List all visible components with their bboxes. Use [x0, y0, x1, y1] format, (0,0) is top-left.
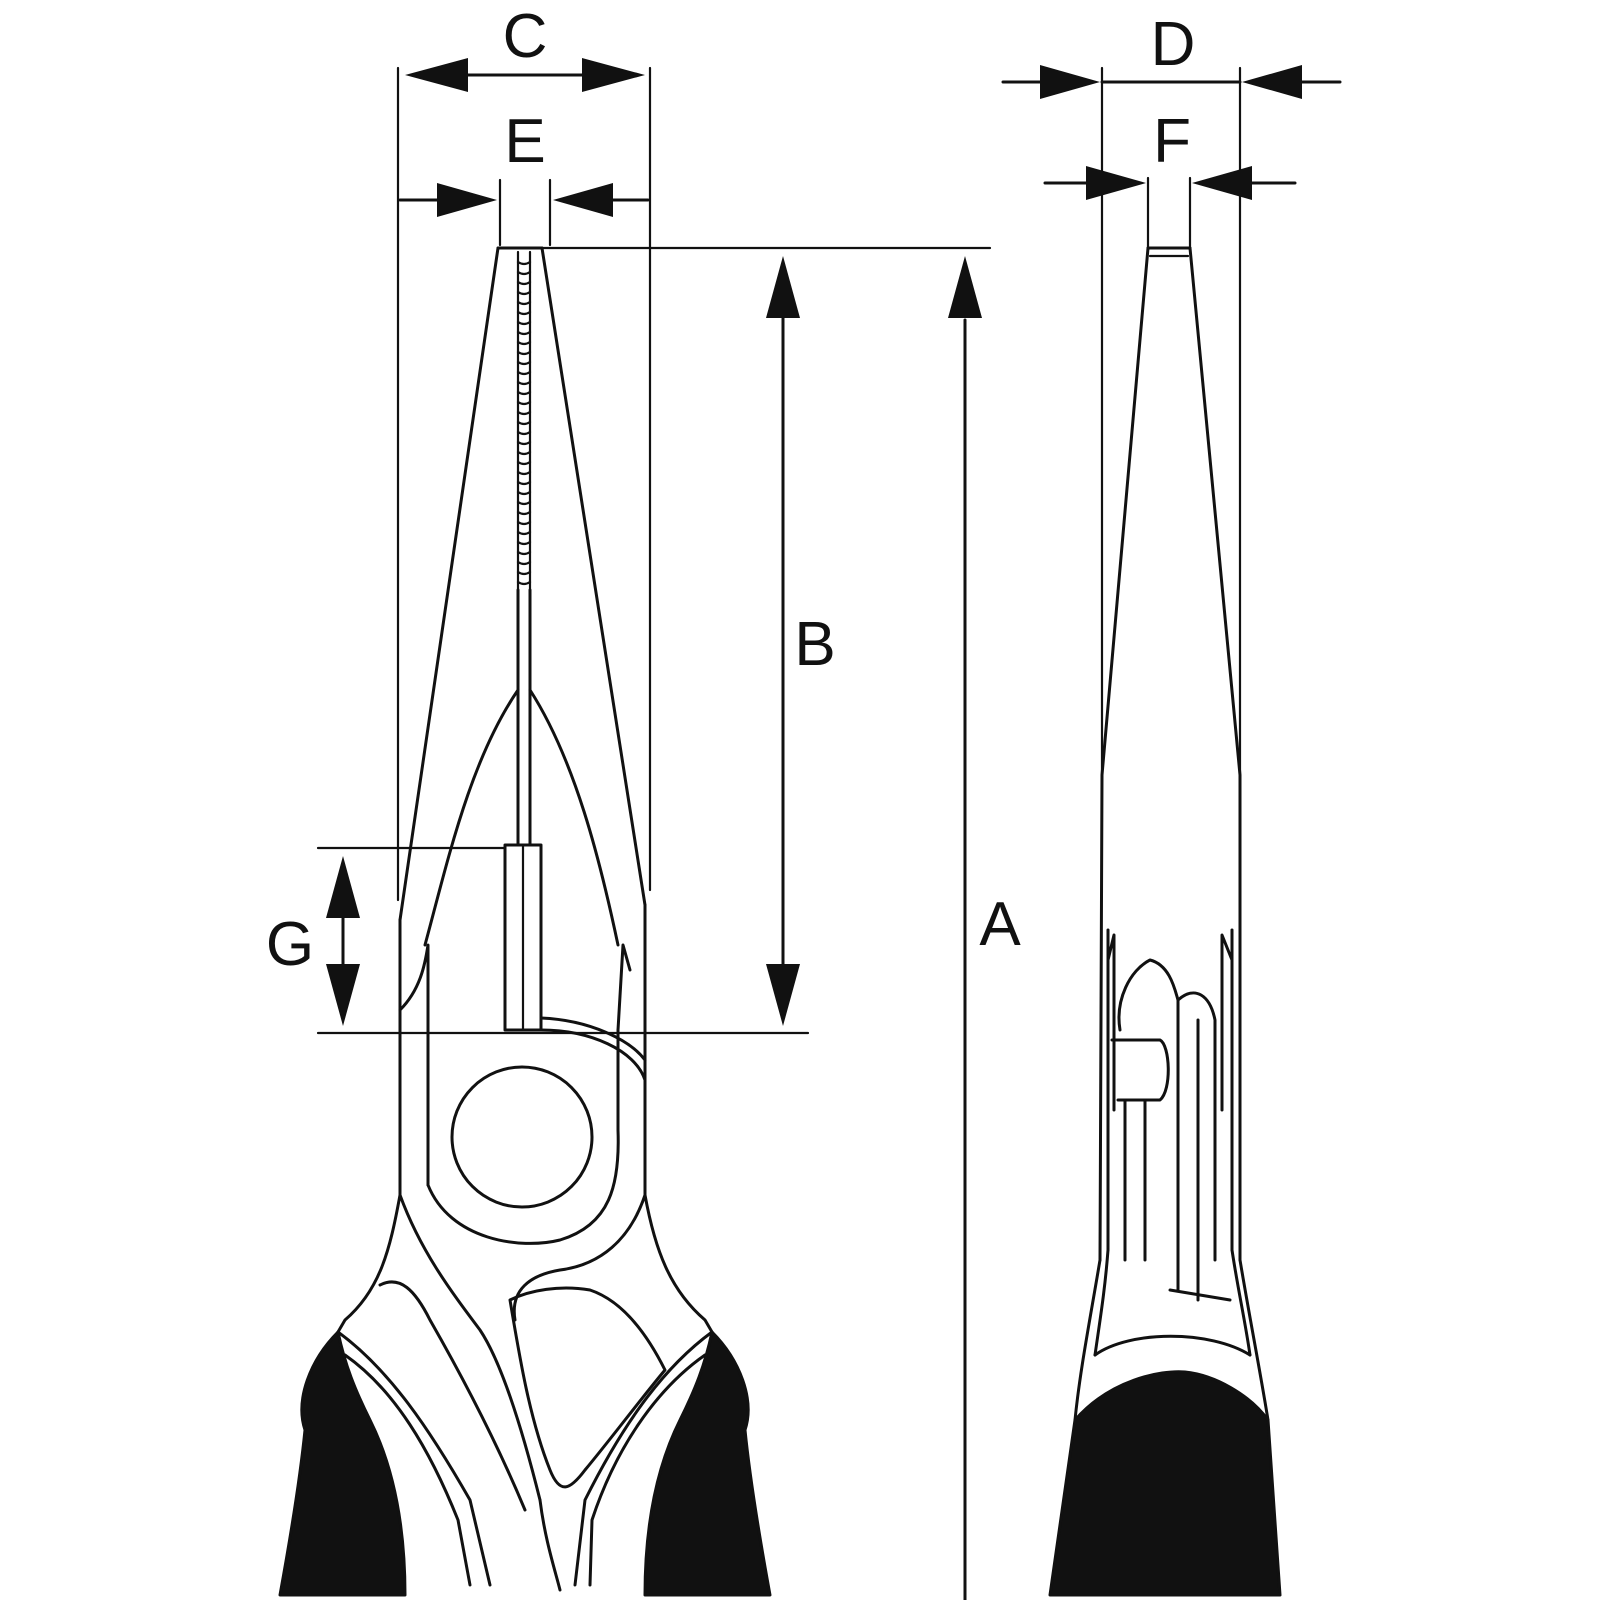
- right-handle-panel-line-d: [588, 1353, 707, 1587]
- left-handle-panel-line-b: [378, 1280, 527, 1512]
- left-handle-panel-line-d: [343, 1353, 472, 1587]
- side-pivot-top: [1117, 958, 1180, 1032]
- dimension-g: G: [266, 846, 507, 1026]
- dimension-d-arrow-right: [1242, 65, 1302, 99]
- spring-curve-outer: [539, 1028, 647, 1082]
- dimension-f-label: F: [1153, 107, 1191, 176]
- right-grip: [643, 1330, 772, 1597]
- left-inner-jaw-curve: [423, 688, 520, 947]
- dimension-f-arrow-right: [1192, 166, 1252, 200]
- side-pivot-right: [1176, 991, 1217, 1262]
- dimension-a: A: [948, 256, 1021, 1600]
- dimension-g-arrow-bottom: [326, 964, 360, 1026]
- side-handle-inner-right: [1230, 1248, 1252, 1357]
- dimension-f-arrow-left: [1086, 166, 1146, 200]
- handle-cross-line: [538, 1498, 562, 1592]
- right-handle-window: [508, 1286, 667, 1489]
- dimension-e-arrow-left: [437, 183, 497, 217]
- dimension-f: F: [1043, 107, 1297, 252]
- dimension-b-arrow-top: [766, 256, 800, 318]
- jaw-serration-teeth: [516, 260, 532, 586]
- left-head-inner: [398, 943, 430, 1187]
- dimension-b: B: [316, 246, 992, 1035]
- left-handle-upper-edge: [336, 1193, 402, 1334]
- side-handle-top-arc: [1093, 1334, 1252, 1357]
- dimension-d-arrow-left: [1040, 65, 1100, 99]
- right-inner-jaw-curve: [528, 688, 620, 947]
- right-handle-panel-line-c: [573, 1330, 714, 1587]
- dimension-b-label: B: [794, 610, 835, 679]
- right-handle-upper-edge: [643, 1193, 714, 1334]
- side-handle-inner-left: [1093, 1248, 1110, 1357]
- dimension-d-label: D: [1151, 10, 1196, 79]
- right-jaw-outline: [540, 246, 647, 907]
- dimension-e: E: [398, 107, 650, 247]
- dimension-a-label: A: [979, 890, 1021, 959]
- jaw-seam: [516, 588, 532, 847]
- dimension-g-arrow-top: [326, 856, 360, 918]
- dimension-b-arrow-bottom: [766, 964, 800, 1026]
- right-handle-panel-line-a: [512, 1193, 647, 1322]
- side-handle-inner-b: [1176, 998, 1200, 1302]
- side-head-inner-lines: [1106, 928, 1234, 1252]
- dimension-a-arrow-top: [948, 256, 982, 318]
- pivot-hole: [450, 1065, 594, 1209]
- dimension-e-arrow-right: [553, 183, 613, 217]
- left-handle-panel-line-a: [398, 1193, 542, 1502]
- hole-recess: [426, 1028, 620, 1245]
- side-pivot-block: [1110, 1038, 1170, 1102]
- left-grip: [278, 1330, 407, 1597]
- side-handle-cross: [1168, 1288, 1232, 1302]
- side-grip: [1048, 1370, 1282, 1597]
- side-handle-right-edge: [1238, 1258, 1270, 1422]
- side-handle-inner-a: [1123, 1098, 1147, 1262]
- dimension-c-arrow-right: [582, 58, 645, 92]
- dimension-g-label: G: [266, 910, 314, 979]
- left-jaw-outline: [398, 246, 500, 922]
- side-handle-left-edge: [1073, 1258, 1102, 1422]
- dimension-c-arrow-left: [405, 58, 468, 92]
- left-handle-panel-line-c: [336, 1330, 492, 1587]
- dimension-c-label: C: [503, 2, 548, 71]
- dimension-c: C: [396, 2, 652, 902]
- right-head-notch: [616, 943, 632, 1032]
- dimension-e-label: E: [504, 107, 545, 176]
- side-view-pliers: [1048, 246, 1282, 1597]
- front-view-pliers: [278, 246, 772, 1597]
- side-head-notches: [1106, 933, 1234, 1112]
